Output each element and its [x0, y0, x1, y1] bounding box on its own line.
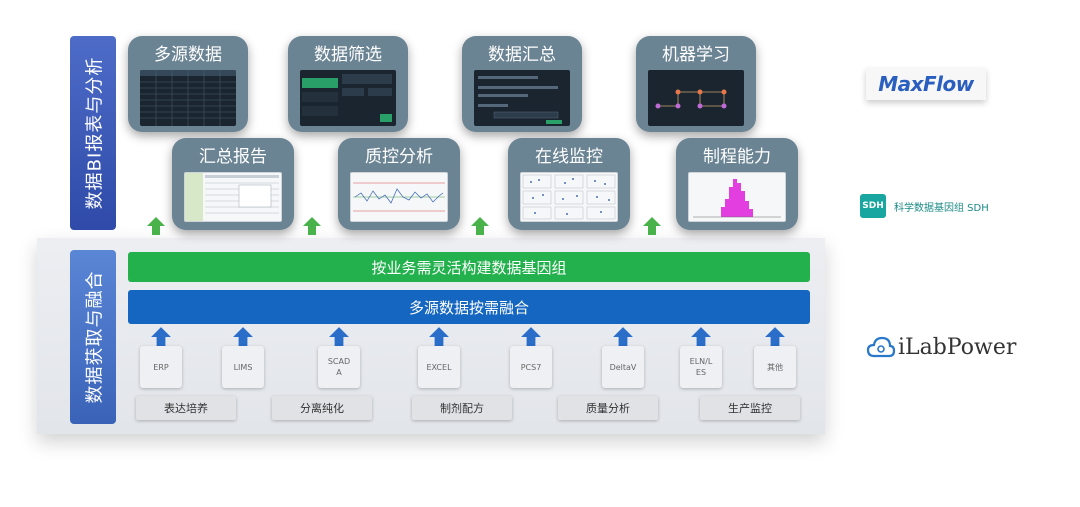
sdh-icon: SDH: [860, 194, 886, 218]
scenario-label: 质量分析: [586, 402, 630, 415]
filter-thumbnail: [300, 70, 396, 126]
source-eln-les: ELN/L ES: [680, 346, 722, 388]
source-label: EXCEL: [426, 362, 452, 372]
source-scada: SCAD A: [318, 346, 360, 388]
card-title: 质控分析: [365, 147, 433, 167]
arrow-up-icon: [471, 217, 489, 235]
bi-report-label-bar: 数据BI报表与分析: [70, 36, 116, 230]
arrow-up-icon: [691, 327, 711, 347]
arrow-up-icon: [329, 327, 349, 347]
card-quality-control: 质控分析: [338, 138, 460, 230]
data-acquisition-label: 数据获取与融合: [84, 270, 105, 404]
ml-flow-thumbnail: [648, 70, 744, 126]
data-acquisition-label-bar: 数据获取与融合: [70, 250, 116, 424]
source-label-line2: ES: [695, 368, 707, 377]
source-label: DeltaV: [609, 362, 637, 372]
data-genome-band-label: 按业务需灵活构建数据基因组: [371, 258, 567, 277]
table-thumbnail: [140, 70, 236, 126]
scenario-expression-culture: 表达培养: [136, 396, 236, 420]
data-fusion-band: 多源数据按需融合: [128, 290, 810, 324]
source-lims: LIMS: [222, 346, 264, 388]
cloud-icon: [866, 336, 896, 358]
source-label-line2: A: [336, 368, 342, 377]
card-title: 数据汇总: [488, 45, 556, 65]
report-thumbnail: [184, 172, 282, 222]
arrow-up-icon: [147, 217, 165, 235]
arrow-up-icon: [643, 217, 661, 235]
arrow-up-icon: [233, 327, 253, 347]
source-erp: ERP: [140, 346, 182, 388]
data-genome-band: 按业务需灵活构建数据基因组: [128, 252, 810, 282]
card-title: 多源数据: [154, 45, 222, 65]
data-fusion-band-label: 多源数据按需融合: [408, 298, 529, 317]
source-pcs7: PCS7: [510, 346, 552, 388]
bi-report-label: 数据BI报表与分析: [84, 56, 106, 210]
scenario-quality-analysis: 质量分析: [558, 396, 658, 420]
card-title: 在线监控: [535, 147, 603, 167]
scenario-production-monitoring: 生产监控: [700, 396, 800, 420]
scenario-label: 分离纯化: [300, 402, 344, 415]
control-chart-thumbnail: [350, 172, 448, 222]
scenario-label: 制剂配方: [440, 402, 484, 415]
card-title: 汇总报告: [199, 147, 267, 167]
card-title: 数据筛选: [314, 45, 382, 65]
scenario-label: 生产监控: [728, 402, 772, 415]
card-data-filter: 数据筛选: [288, 36, 408, 132]
sdh-logo-text: 科学数据基因组 SDH: [894, 202, 989, 214]
scenario-formulation: 制剂配方: [412, 396, 512, 420]
arrow-up-icon: [765, 327, 785, 347]
ilabpower-logo: iLabPower: [866, 334, 1016, 360]
source-label: ERP: [153, 362, 169, 372]
card-multi-source-data: 多源数据: [128, 36, 248, 132]
ilabpower-logo-text: iLabPower: [898, 334, 1017, 360]
card-title: 机器学习: [662, 45, 730, 65]
source-label-line1: SCAD: [327, 357, 351, 366]
source-other: 其他: [754, 346, 796, 388]
source-deltav: DeltaV: [602, 346, 644, 388]
scenario-label: 表达培养: [164, 402, 208, 415]
source-label: PCS7: [520, 362, 542, 372]
arrow-up-icon: [613, 327, 633, 347]
card-summary-report: 汇总报告: [172, 138, 294, 230]
arrow-up-icon: [303, 217, 321, 235]
card-process-capability: 制程能力: [676, 138, 798, 230]
arrow-up-icon: [429, 327, 449, 347]
source-label: 其他: [767, 362, 783, 372]
sdh-logo: SDH 科学数据基因组 SDH: [860, 194, 989, 218]
summary-thumbnail: [474, 70, 570, 126]
source-label: LIMS: [233, 362, 253, 372]
histogram-thumbnail: [688, 172, 786, 222]
monitoring-grid-thumbnail: [520, 172, 618, 222]
card-machine-learning: 机器学习: [636, 36, 756, 132]
card-data-summary: 数据汇总: [462, 36, 582, 132]
card-title: 制程能力: [703, 147, 771, 167]
source-label-line1: ELN/L: [689, 357, 713, 366]
maxflow-logo-text: MaxFlow: [878, 72, 974, 96]
maxflow-logo: MaxFlow: [866, 68, 986, 100]
source-excel: EXCEL: [418, 346, 460, 388]
scenario-separation-purification: 分离纯化: [272, 396, 372, 420]
arrow-up-icon: [151, 327, 171, 347]
arrow-up-icon: [521, 327, 541, 347]
card-online-monitoring: 在线监控: [508, 138, 630, 230]
